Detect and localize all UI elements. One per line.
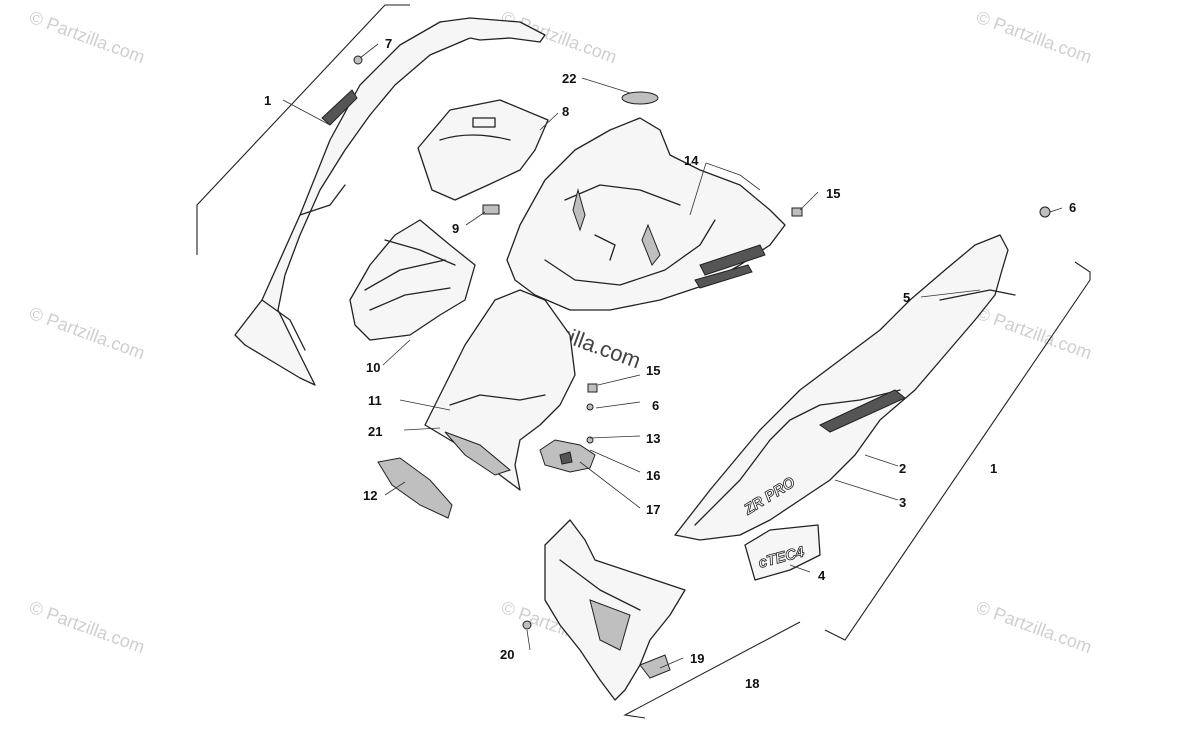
callout-19: 19 bbox=[690, 651, 704, 666]
mesh-part-12 bbox=[377, 457, 453, 519]
vent-grille bbox=[349, 219, 476, 341]
callout-15-lower: 15 bbox=[646, 363, 660, 378]
callout-8: 8 bbox=[562, 104, 569, 119]
callout-1-left: 1 bbox=[264, 93, 271, 108]
windshield bbox=[417, 99, 549, 201]
watermark: © Partzilla.com bbox=[27, 303, 148, 363]
callout-5: 5 bbox=[903, 290, 910, 305]
callouts: 1 7 22 8 14 15 6 9 5 10 11 15 6 21 13 16… bbox=[264, 36, 1076, 691]
clip-part-9 bbox=[482, 204, 500, 215]
bracket-right bbox=[824, 261, 1091, 641]
mount-bracket bbox=[539, 439, 596, 473]
callout-18: 18 bbox=[745, 676, 759, 691]
callout-11: 11 bbox=[368, 393, 382, 408]
callout-4: 4 bbox=[818, 568, 826, 583]
callout-15-upper: 15 bbox=[826, 186, 840, 201]
badge-part-22 bbox=[621, 91, 659, 105]
callout-3: 3 bbox=[899, 495, 906, 510]
callout-2: 2 bbox=[899, 461, 906, 476]
nose-panel bbox=[424, 289, 576, 491]
windshield-tag bbox=[472, 117, 496, 128]
left-side-panel bbox=[234, 17, 546, 386]
callout-10: 10 bbox=[366, 360, 380, 375]
callout-12: 12 bbox=[363, 488, 377, 503]
callout-20: 20 bbox=[500, 647, 514, 662]
callout-22: 22 bbox=[562, 71, 576, 86]
watermark: © Partzilla.com bbox=[27, 7, 148, 67]
callout-6-lower: 6 bbox=[652, 398, 659, 413]
callout-14: 14 bbox=[684, 153, 699, 168]
callout-17: 17 bbox=[646, 502, 660, 517]
watermark: © Partzilla.com bbox=[27, 597, 148, 657]
watermark: © Partzilla.com bbox=[974, 303, 1095, 363]
callout-9: 9 bbox=[452, 221, 459, 236]
callout-13: 13 bbox=[646, 431, 660, 446]
callout-21: 21 bbox=[368, 424, 382, 439]
leader-lines bbox=[282, 43, 1063, 669]
callout-16: 16 bbox=[646, 468, 660, 483]
callout-7: 7 bbox=[385, 36, 392, 51]
watermark: © Partzilla.com bbox=[974, 7, 1095, 67]
watermark: © Partzilla.com bbox=[974, 597, 1095, 657]
callout-6-upper: 6 bbox=[1069, 200, 1076, 215]
belly-pan bbox=[544, 519, 686, 701]
upper-hood bbox=[506, 117, 786, 311]
callout-1-right: 1 bbox=[990, 461, 997, 476]
fasteners bbox=[353, 55, 1051, 630]
right-side-panel: ZR PRO cTEC4 bbox=[674, 234, 1016, 581]
bracket-left bbox=[196, 4, 410, 255]
bracket-lower bbox=[623, 621, 801, 719]
